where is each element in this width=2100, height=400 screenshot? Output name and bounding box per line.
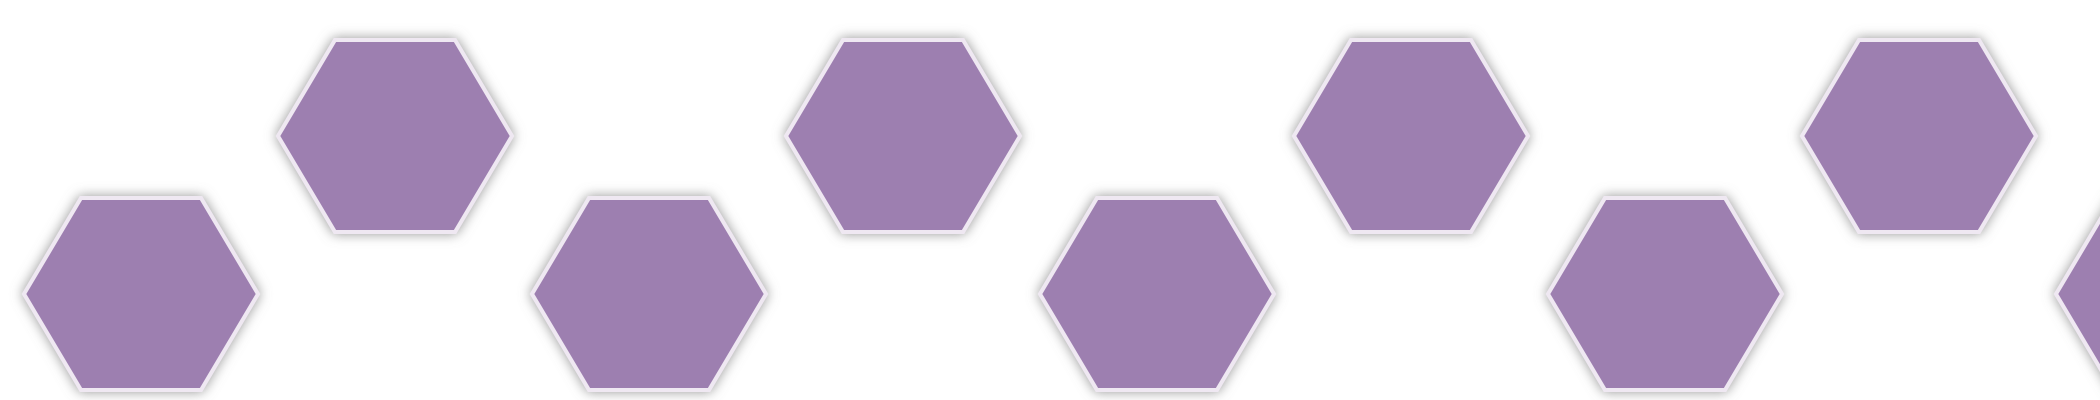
hexagon-group [21,38,2100,392]
hexagon-top-2 [783,38,1023,234]
hexagon-bottom-3 [1037,196,1277,392]
hexagon-bottom-5 [2053,215,2100,373]
hexagon-bottom-2 [529,196,769,392]
hexagon-top-4 [1799,38,2039,234]
hexagon-bottom-1 [21,196,261,392]
hexagon-top-1 [275,38,515,234]
hexagon-bottom-4 [1545,196,1785,392]
hexagon-top-3 [1291,38,1531,234]
